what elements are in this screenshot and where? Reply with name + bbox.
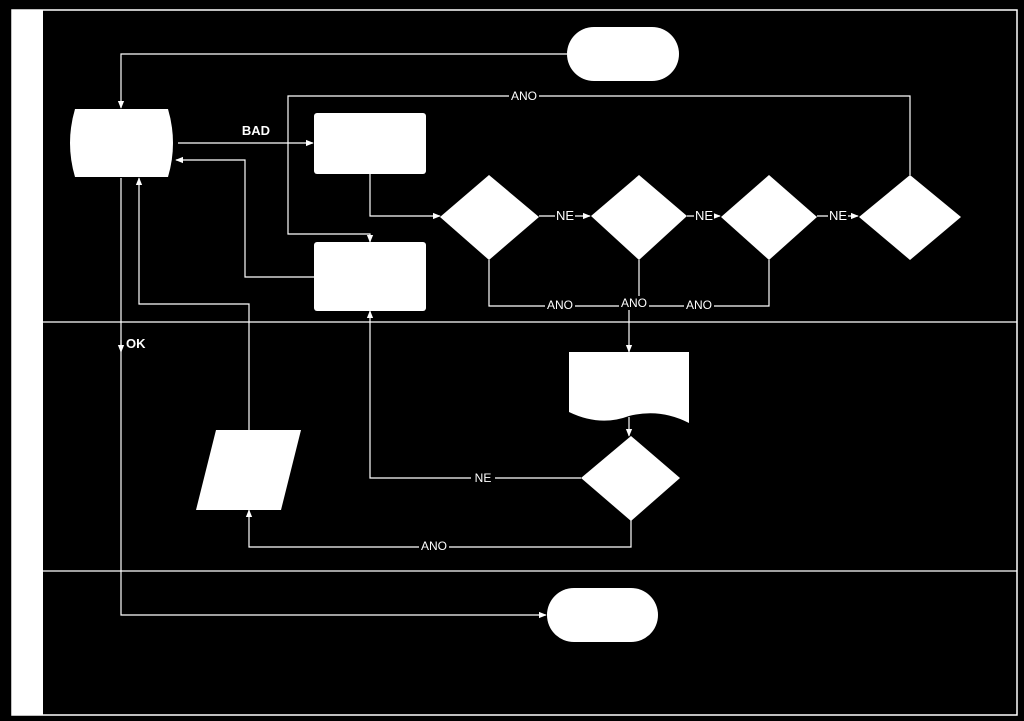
label-ano-1: ANO	[547, 298, 573, 312]
edge-ne-bottom	[366, 310, 581, 479]
label-bad: BAD	[242, 123, 270, 138]
input-output-node	[196, 430, 301, 510]
label-bg-ne-2	[694, 208, 714, 223]
decision-node-5	[581, 436, 680, 521]
edge-ok	[120, 178, 547, 619]
document-node	[569, 352, 689, 423]
edge-io-to-data	[135, 177, 250, 430]
label-bg-ne-1	[555, 208, 575, 223]
label-ano-3: ANO	[686, 298, 712, 312]
label-ne-1: NE	[556, 208, 574, 223]
label-ne-3: NE	[829, 208, 847, 223]
label-bg-ano-3	[684, 299, 714, 313]
label-bg-ano-1	[545, 299, 575, 313]
lane-header-bar	[12, 10, 43, 715]
start-terminator	[567, 27, 679, 81]
label-bg-ano-2	[619, 296, 649, 310]
label-ano-top: ANO	[511, 89, 537, 103]
label-ano-bottom: ANO	[421, 539, 447, 553]
stored-data-node	[70, 109, 173, 177]
decision-node-1	[440, 175, 539, 260]
decision-node-2	[591, 175, 687, 260]
label-bg-ne-3	[828, 208, 848, 223]
edge-process2-to-data	[175, 156, 314, 278]
label-ne-2: NE	[695, 208, 713, 223]
label-ok: OK	[126, 336, 146, 351]
edge-start-to-data	[117, 53, 567, 109]
label-bg-ano-top	[509, 89, 539, 103]
label-ano-2: ANO	[621, 296, 647, 310]
process-node-2	[314, 242, 426, 311]
label-bg-ne-bottom	[471, 471, 495, 485]
decision-node-4	[859, 175, 961, 260]
label-bg-ano-bottom	[419, 540, 449, 554]
edge-ano-top	[287, 95, 911, 243]
end-terminator	[547, 588, 658, 642]
edge-process1-to-decision1	[369, 174, 441, 220]
decision-node-3	[721, 175, 817, 260]
label-ne-bottom: NE	[475, 471, 492, 485]
process-node-1	[314, 113, 426, 174]
